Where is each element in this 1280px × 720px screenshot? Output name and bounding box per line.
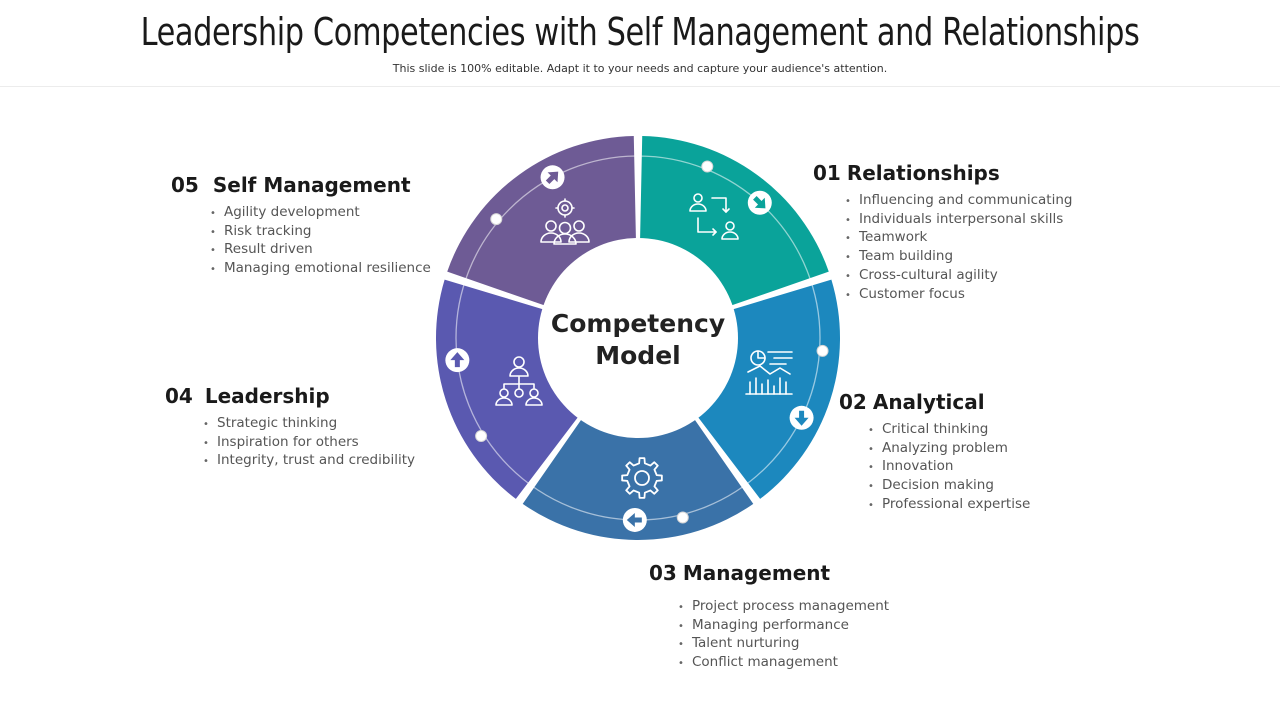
center-title-line1: Competency <box>551 309 725 338</box>
competency-heading: 05 Self Management <box>171 173 431 197</box>
list-item: Managing performance <box>678 617 889 636</box>
list-item: Strategic thinking <box>203 415 415 434</box>
header-divider <box>0 86 1280 87</box>
slide-subtitle: This slide is 100% editable. Adapt it to… <box>392 62 888 75</box>
arrow-down-icon <box>789 405 814 430</box>
arrow-glyph <box>450 352 465 368</box>
competency-title: Management <box>682 561 831 585</box>
list-item: Inspiration for others <box>203 434 415 453</box>
competency-leadership: 04 Leadership Strategic thinking Inspirat… <box>165 384 415 471</box>
center-circle <box>538 238 738 438</box>
center-title-line2: Model <box>595 341 680 370</box>
competency-heading: 04 Leadership <box>165 384 415 408</box>
list-item: Team building <box>845 248 1072 267</box>
competency-number: 05 <box>171 173 199 197</box>
list-item: Customer focus <box>845 286 1072 305</box>
competency-number: 02 <box>839 390 867 414</box>
list-item: Integrity, trust and credibility <box>203 452 415 471</box>
ring-dot <box>676 511 689 524</box>
ring-dot <box>816 344 829 357</box>
team-gear-icon <box>540 198 590 245</box>
hierarchy-team-icon <box>495 356 543 406</box>
list-item: Risk tracking <box>210 223 431 242</box>
segment-relationships <box>640 136 829 307</box>
list-item: Cross-cultural agility <box>845 267 1072 286</box>
segment-self-management <box>447 136 636 307</box>
people-connection-icon <box>689 193 739 240</box>
segment-leadership <box>436 279 580 499</box>
competency-title: Leadership <box>204 384 330 408</box>
competency-list: Influencing and communicating Individual… <box>845 192 1072 304</box>
list-item: Project process management <box>678 598 889 617</box>
ring-dot <box>490 213 503 226</box>
list-item: Agility development <box>210 204 431 223</box>
competency-list: Critical thinking Analyzing problem Inno… <box>868 421 1030 515</box>
arrow-left-icon <box>622 507 647 532</box>
ring-dot <box>475 430 488 443</box>
list-item: Professional expertise <box>868 496 1030 515</box>
list-item: Managing emotional resilience <box>210 260 431 279</box>
arrow-glyph <box>794 410 809 426</box>
arrow-up-icon <box>445 348 470 373</box>
list-item: Individuals interpersonal skills <box>845 211 1072 230</box>
arrow-up-right-icon <box>540 165 565 190</box>
list-item: Teamwork <box>845 229 1072 248</box>
list-item: Result driven <box>210 241 431 260</box>
competency-number: 03 <box>649 561 677 585</box>
competency-list: Project process management Managing perf… <box>678 598 889 673</box>
analytics-chart-icon <box>745 350 793 395</box>
competency-title: Self Management <box>212 173 411 197</box>
arrow-glyph <box>753 196 766 209</box>
competency-self-management: 05 Self Management Agility development Ri… <box>171 173 431 279</box>
list-item: Critical thinking <box>868 421 1030 440</box>
list-item: Influencing and communicating <box>845 192 1072 211</box>
competency-list: Strategic thinking Inspiration for other… <box>203 415 415 471</box>
arrow-down-right-icon <box>747 190 772 215</box>
list-item: Talent nurturing <box>678 635 889 654</box>
arrow-glyph <box>626 512 642 527</box>
list-item: Analyzing problem <box>868 440 1030 459</box>
competency-title: Analytical <box>872 390 985 414</box>
competency-title: Relationships <box>846 161 1000 185</box>
competency-number: 04 <box>165 384 193 408</box>
competency-list: Agility development Risk tracking Result… <box>210 204 431 279</box>
list-item: Innovation <box>868 458 1030 477</box>
arrow-glyph <box>545 171 559 185</box>
gear-icon <box>621 457 663 499</box>
list-item: Decision making <box>868 477 1030 496</box>
competency-number: 01 <box>813 161 841 185</box>
list-item: Conflict management <box>678 654 889 673</box>
ring-dot <box>701 160 714 173</box>
segment-management <box>522 416 754 541</box>
slide-title: Leadership Competencies with Self Manage… <box>140 10 1140 54</box>
